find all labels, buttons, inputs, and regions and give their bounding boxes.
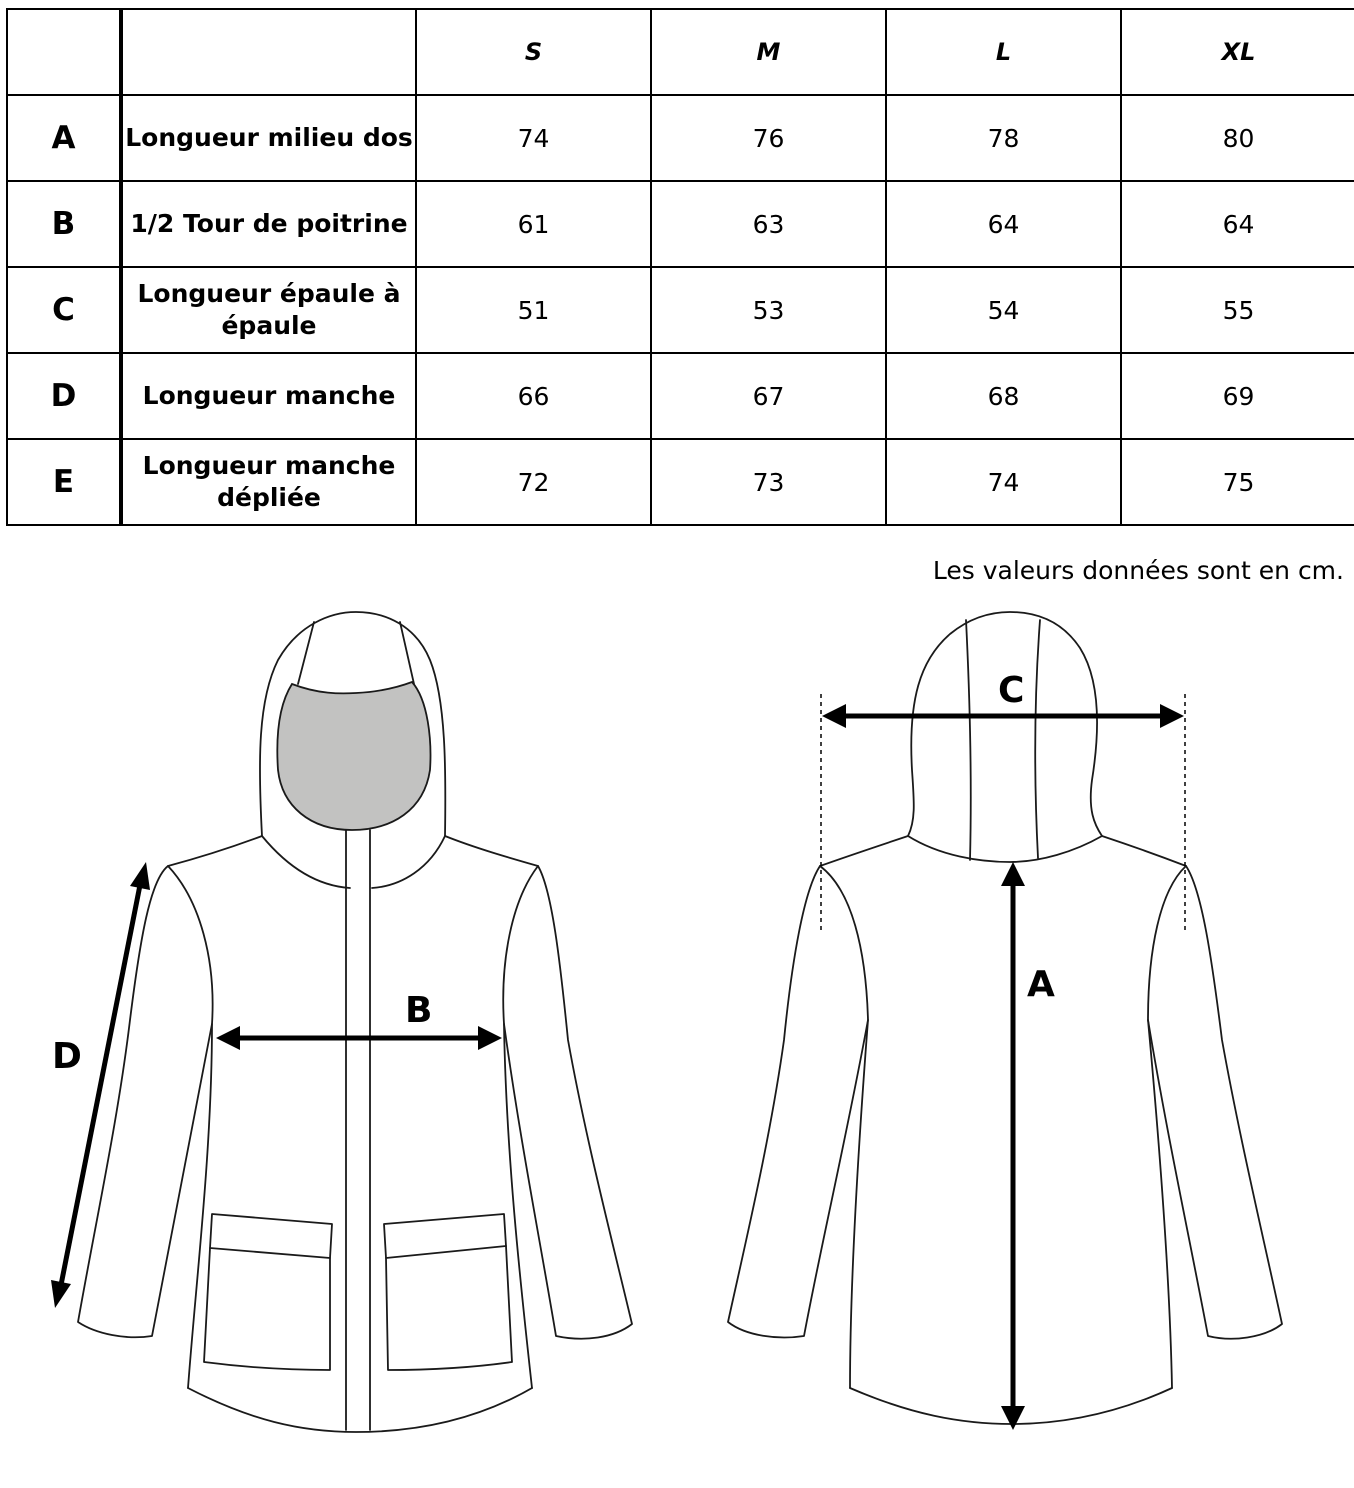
row-letter: E	[6, 438, 123, 526]
jacket-back-icon	[727, 611, 1283, 1425]
table-cell: 74	[885, 438, 1122, 526]
table-cell: 54	[885, 266, 1122, 354]
row-letter: B	[6, 180, 123, 268]
row-label: 1/2 Tour de poitrine	[120, 180, 417, 268]
measure-a-arrow	[1001, 862, 1025, 1430]
unit-note: Les valeurs données sont en cm.	[932, 556, 1344, 585]
table-cell: 61	[415, 180, 652, 268]
size-chart-table: S M L XL A Longueur milieu dos 74 76 78 …	[6, 8, 1354, 526]
measure-d-arrow	[51, 862, 150, 1308]
table-cell: 66	[415, 352, 652, 440]
table-cell: 64	[1120, 180, 1354, 268]
table-row: D Longueur manche 66 67 68 69	[6, 352, 1354, 440]
measure-c-arrow	[822, 704, 1184, 728]
size-header-xl: XL	[1120, 8, 1354, 96]
table-cell: 72	[415, 438, 652, 526]
table-cell: 68	[885, 352, 1122, 440]
measure-b-arrow	[216, 1026, 502, 1050]
measure-a-label: A	[1027, 964, 1055, 1005]
table-cell: 64	[885, 180, 1122, 268]
table-row: C Longueur épaule à épaule 51 53 54 55	[6, 266, 1354, 354]
jacket-front-icon	[77, 611, 633, 1433]
table-cell: 53	[650, 266, 887, 354]
table-cell: 51	[415, 266, 652, 354]
row-letter: C	[6, 266, 123, 354]
corner-cell-letter	[6, 8, 123, 96]
table-row: B 1/2 Tour de poitrine 61 63 64 64	[6, 180, 1354, 268]
measure-d-label: D	[52, 1036, 82, 1077]
row-letter: A	[6, 94, 123, 182]
row-letter: D	[6, 352, 123, 440]
size-header-m: M	[650, 8, 887, 96]
measure-c-label: C	[998, 670, 1024, 711]
table-cell: 55	[1120, 266, 1354, 354]
table-row: E Longueur manche dépliée 72 73 74 75	[6, 438, 1354, 526]
table-cell: 69	[1120, 352, 1354, 440]
size-header-row: S M L XL	[6, 8, 1354, 96]
corner-cell-label	[120, 8, 417, 96]
table-cell: 67	[650, 352, 887, 440]
row-label: Longueur épaule à épaule	[120, 266, 417, 354]
jacket-diagram: B D	[0, 580, 1354, 1480]
row-label: Longueur milieu dos	[120, 94, 417, 182]
row-label: Longueur manche	[120, 352, 417, 440]
table-cell: 76	[650, 94, 887, 182]
table-cell: 80	[1120, 94, 1354, 182]
size-header-s: S	[415, 8, 652, 96]
table-cell: 78	[885, 94, 1122, 182]
table-cell: 74	[415, 94, 652, 182]
table-cell: 75	[1120, 438, 1354, 526]
row-label: Longueur manche dépliée	[120, 438, 417, 526]
table-cell: 73	[650, 438, 887, 526]
size-header-l: L	[885, 8, 1122, 96]
measure-b-label: B	[405, 990, 432, 1031]
table-row: A Longueur milieu dos 74 76 78 80	[6, 94, 1354, 182]
table-cell: 63	[650, 180, 887, 268]
